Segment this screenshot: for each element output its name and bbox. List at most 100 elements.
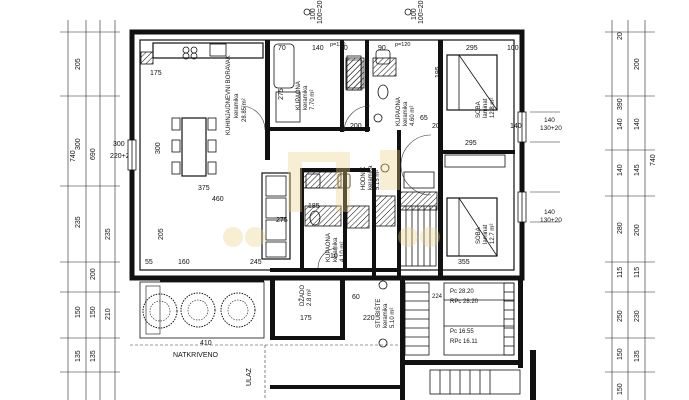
right-dim-8: 230 <box>634 310 641 322</box>
top-dim-3: 70 <box>340 45 348 52</box>
natkriveno-label: NATKRIVENO <box>173 352 219 359</box>
hodnik-floor: keramika <box>368 165 374 190</box>
bath2-floor: keramika <box>403 101 409 126</box>
right-dim-2: 140 <box>617 118 624 130</box>
axis-right-label-2: 100=20 <box>418 0 425 24</box>
dim-185: 185 <box>308 203 320 210</box>
left-dim-2: 300 <box>75 138 82 150</box>
dim-60: 60 <box>352 294 360 301</box>
dim-355: 355 <box>458 259 470 266</box>
window-dims: 140 130+20 140 130+20 <box>530 111 562 224</box>
right-dim-inner-7: 150 <box>617 348 624 360</box>
right-dim-inner-2: 140 <box>634 118 641 130</box>
stair-label-3: RPc 28.20 <box>450 299 479 305</box>
stube-name: STUBIŠTE <box>375 299 382 328</box>
bath2-name: KUPAONA <box>396 97 402 126</box>
sobaA-area: 12.8 m² <box>490 98 496 118</box>
left-dim-inner-3: 220+20 <box>110 153 134 160</box>
stair-label-1: 224 <box>432 294 443 300</box>
dzaz-area: 2.8 m² <box>307 289 313 306</box>
bath2-area: 4.60 m² <box>410 106 416 126</box>
right-dim-6: 115 <box>617 267 624 278</box>
dim-10: 10 <box>330 253 338 260</box>
left-dim-3: 235 <box>75 216 82 228</box>
right-dim-inner-5: 115 <box>634 267 641 278</box>
watermark-logo <box>223 150 440 247</box>
dim-160: 160 <box>178 259 190 266</box>
dim-175b: 175 <box>300 315 312 322</box>
right-dim-3: 390 <box>617 98 624 110</box>
dining-table <box>171 117 217 177</box>
wardrobes <box>345 59 506 267</box>
top-room-dims: 70 140 70 90 295 100 p=120 p=120 <box>278 42 519 52</box>
living-name: KUHINJA/DNEVNI BORAVAK <box>226 55 232 135</box>
bath1-area: 7.70 m² <box>310 90 316 110</box>
section-markers <box>373 113 390 348</box>
beds <box>446 54 498 257</box>
dim-295: 295 <box>465 140 477 147</box>
dim-140: 140 <box>510 123 522 130</box>
hodnik-name: HODNIK <box>361 167 367 190</box>
left-dim-inner-7: 135 <box>75 350 82 362</box>
window-dim-2: 130+20 <box>540 125 562 132</box>
dim-375: 375 <box>198 185 210 192</box>
stube-area: 5.10 m² <box>390 308 396 328</box>
dim-195: 195 <box>435 66 442 78</box>
kupaonaB-floor: keramika <box>333 237 339 262</box>
axis-left-label-2: 100=20 <box>317 0 324 24</box>
left-dim-4: 200 <box>90 268 97 280</box>
terrace <box>139 280 265 339</box>
left-dimension-lines <box>60 20 120 400</box>
kupaonaB-area: 4.10 m² <box>340 242 346 262</box>
axis-right-label: 100 <box>411 8 418 20</box>
lower-annex <box>130 278 536 400</box>
stair-labels: 224 Pc 28.20 RPc 28.20 Pc 16.55 RPc 16.1… <box>432 289 479 345</box>
windows <box>127 111 527 223</box>
axis-marker-left <box>303 8 311 16</box>
dim-65: 65 <box>420 115 428 122</box>
top-dim-2: 140 <box>312 45 324 52</box>
dim-275b: 275 <box>276 217 288 224</box>
right-dim-inner-4: 740 <box>650 154 657 166</box>
dim-175: 175 <box>150 70 162 77</box>
sobaB-area: 12.7 m² <box>490 224 496 244</box>
dim-245: 245 <box>250 259 262 266</box>
axis-left-label: 100 <box>310 8 317 20</box>
top-axis-labels: 100 100=20 100 100=20 <box>303 0 425 24</box>
kupaonaB-name: KUPAONA <box>326 233 332 262</box>
hatched-walls <box>140 51 438 229</box>
dim-220: 220 <box>363 315 375 322</box>
stube-floor: keramika <box>383 303 389 328</box>
dim-205: 205 <box>158 228 165 240</box>
sobaB-name: SOBA <box>476 227 482 244</box>
axis-marker-right <box>404 8 412 16</box>
top-dim-4: 90 <box>378 45 386 52</box>
stair-label-5: RPc 16.11 <box>450 339 478 345</box>
sofa <box>261 172 291 260</box>
sobaA-name: SOBA <box>476 101 482 118</box>
sobaA-floor: laminat <box>483 98 489 118</box>
dim-275: 275 <box>278 88 285 100</box>
hodnik-area: 5.15 m² <box>375 170 381 190</box>
top-dim-small-2: p=120 <box>395 42 410 48</box>
left-dim-inner-6: 150 <box>75 306 82 318</box>
left-dims-text: 205 300 235 200 150 135 740 690 300 220+… <box>70 58 134 362</box>
left-dim-6: 135 <box>90 350 97 362</box>
left-dim-total: 740 <box>70 150 77 162</box>
tree-icons <box>142 292 256 329</box>
bath1-name: KUPAONA <box>296 81 302 110</box>
right-dim-5: 280 <box>617 222 624 234</box>
left-dim-5: 150 <box>90 306 97 318</box>
right-dim-4: 140 <box>617 164 624 176</box>
dim-200: 200 <box>350 123 362 130</box>
living-area: 28.85 m² <box>242 98 248 122</box>
dzaz-name: DŽADO <box>298 285 306 306</box>
right-dim-7: 250 <box>617 310 624 322</box>
bathroom-fixtures <box>273 43 435 226</box>
kitchen-counter <box>152 42 264 60</box>
right-dim-inner-9: 150 <box>617 383 624 395</box>
doors <box>240 105 432 269</box>
top-dim-small-1: p=120 <box>330 42 345 48</box>
top-dim-6: 100 <box>507 45 519 52</box>
